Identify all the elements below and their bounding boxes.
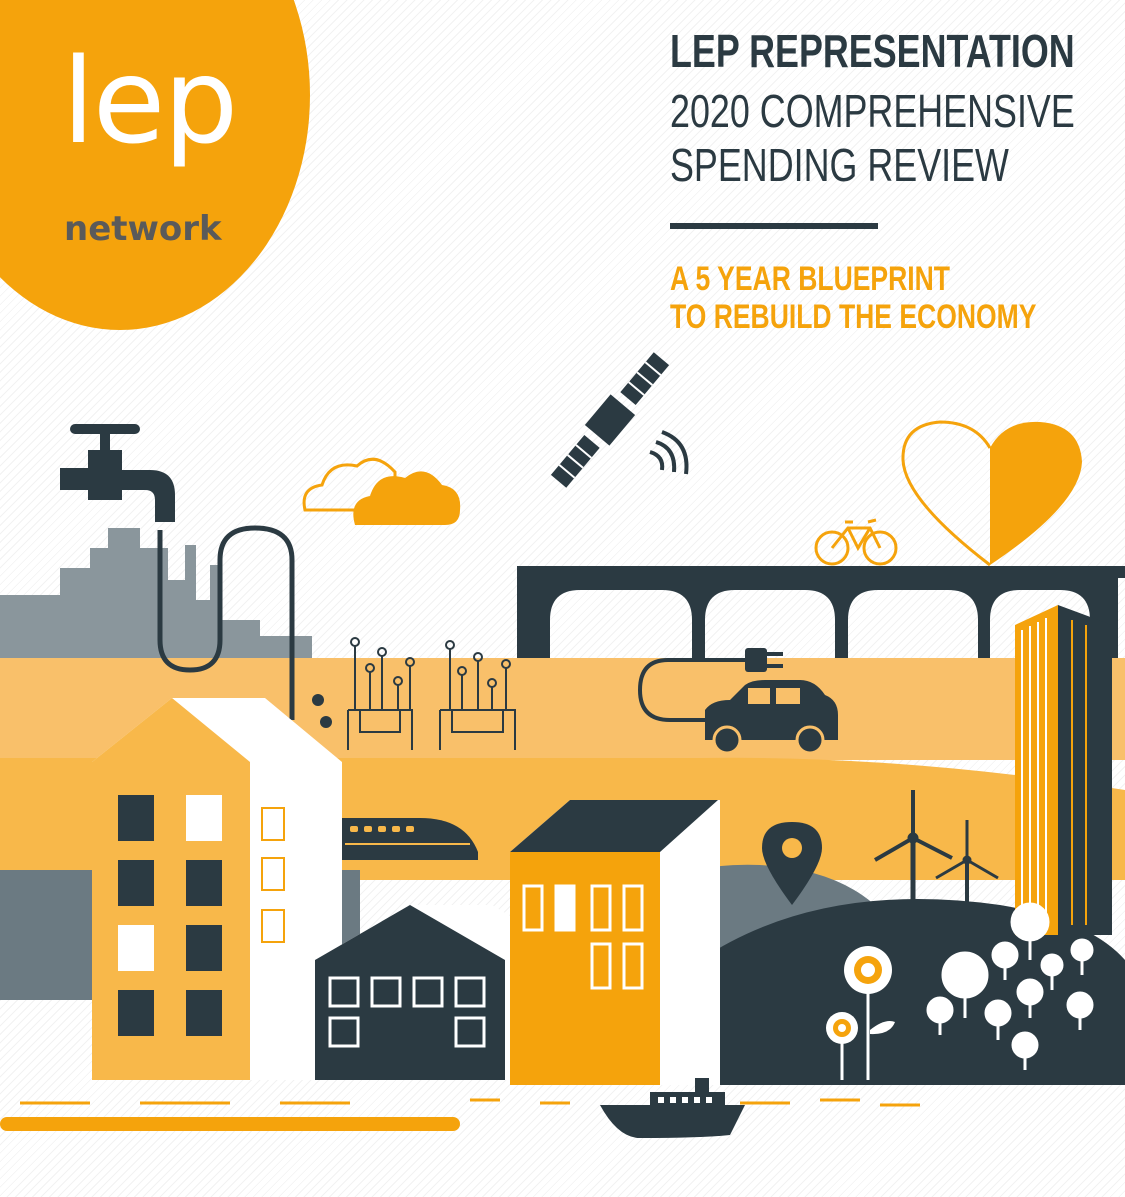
- logo-subword: network: [64, 209, 222, 249]
- flower-icon: [826, 946, 895, 1080]
- subtitle-line-1: A 5 YEAR BLUEPRINT: [670, 260, 950, 298]
- boat-icon: [600, 1078, 745, 1138]
- title-divider: [670, 223, 878, 229]
- title-line-2: 2020 COMPREHENSIVE: [670, 85, 1075, 137]
- pipe: [157, 525, 295, 720]
- wind-turbine-icon: [873, 790, 999, 925]
- signal-waves: [649, 430, 689, 475]
- ev-plug-icon: [637, 648, 783, 722]
- house-icon-right: [510, 800, 720, 1085]
- location-pin-icon: [762, 822, 822, 905]
- car-icon: [705, 680, 838, 755]
- house-icon-left: [92, 698, 342, 1080]
- planter-right: [439, 640, 516, 750]
- factory-icon: [0, 528, 312, 660]
- tower-icon: [1015, 605, 1112, 935]
- satellite-icon: [550, 352, 670, 488]
- logo-wordmark: lep: [62, 32, 238, 170]
- planter-left: [347, 637, 415, 750]
- train-icon: [340, 818, 478, 860]
- water-drops: [312, 694, 332, 728]
- road-strip: [0, 1117, 460, 1131]
- title-line-3: SPENDING REVIEW: [670, 139, 1009, 191]
- cloud-icon: [302, 457, 461, 525]
- title-line-1: LEP REPRESENTATION: [670, 25, 1075, 77]
- heart-icon: [901, 420, 1082, 567]
- bicycle-icon: [814, 518, 898, 566]
- tree-icon: [926, 902, 1094, 1070]
- road-markings: [20, 1098, 920, 1107]
- subtitle-line-2: TO REBUILD THE ECONOMY: [670, 298, 1037, 336]
- tap-icon: [60, 424, 175, 522]
- viaduct-icon: [517, 566, 1125, 658]
